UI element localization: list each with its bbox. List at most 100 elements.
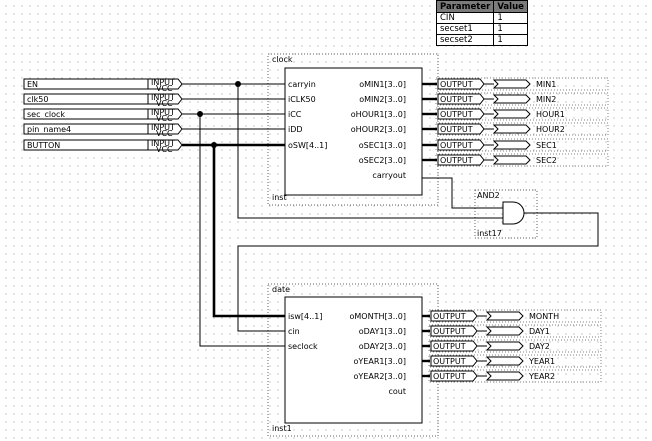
- input-pin-arrow: [147, 93, 183, 105]
- output-pin-type: OUTPUT: [433, 357, 466, 366]
- input-pin-arrow: [147, 108, 183, 120]
- date-instance-label: inst1: [272, 424, 292, 433]
- parameter-table[interactable]: Parameter Value CIN 1 secset1 1 secset2 …: [435, 0, 528, 46]
- output-pin-arrow: [485, 341, 524, 351]
- bus-button-to-isw[interactable]: [212, 145, 285, 318]
- output-pin-type-box[interactable]: [437, 123, 485, 135]
- clock-input-port: iCC: [288, 110, 302, 119]
- date-output-port: oYEAR2[3..0]: [354, 372, 406, 381]
- clock-output-port: oHOUR1[3..0]: [351, 110, 406, 119]
- output-pin-arrow: [492, 79, 531, 89]
- clock-input-port: oSW[4..1]: [288, 141, 327, 150]
- input-pin[interactable]: [23, 78, 149, 90]
- output-pin-name: YEAR1: [528, 357, 555, 366]
- output-pin-type-box[interactable]: [437, 93, 485, 105]
- input-pin-type: INPUT: [151, 108, 175, 117]
- output-pin-arrow: [492, 155, 531, 165]
- date-output-port: oDAY1[3..0]: [359, 327, 406, 336]
- clock-input-port: iDD: [288, 125, 303, 134]
- wire-carryout-to-and[interactable]: [422, 177, 503, 209]
- date-block-body[interactable]: [284, 296, 423, 424]
- date-input-port: isw[4..1]: [288, 312, 322, 321]
- output-pin-frame: [435, 92, 609, 106]
- output-pin-type: OUTPUT: [433, 327, 466, 336]
- output-pin-frame: [435, 153, 609, 167]
- output-pin-type-box[interactable]: [437, 139, 485, 151]
- input-pin-arrow: [147, 139, 183, 151]
- clock-block-body[interactable]: [284, 67, 423, 196]
- output-pin-name: MIN1: [536, 80, 556, 89]
- parameter-row[interactable]: secset2 1: [435, 34, 528, 46]
- clock-output-port: carryout: [372, 171, 406, 180]
- output-pin-frame: [435, 77, 609, 91]
- wire-en-to-and[interactable]: [237, 84, 503, 219]
- output-pin-type: OUTPUT: [433, 312, 466, 321]
- output-pin-type: OUTPUT: [440, 156, 473, 165]
- input-pin-type: INPUT: [151, 78, 175, 87]
- input-pin-type: INPUT: [151, 139, 175, 148]
- output-pin-type: OUTPUT: [440, 125, 473, 134]
- clock-input-port: iCLK50: [288, 95, 316, 104]
- output-pin-arrow: [492, 109, 531, 119]
- output-pin-name: HOUR1: [536, 110, 565, 119]
- output-pin-frame: [428, 309, 602, 323]
- date-output-port: cout: [389, 387, 407, 396]
- output-pin-frame: [435, 107, 609, 121]
- parameter-row[interactable]: CIN 1: [435, 12, 528, 24]
- param-name: secset2: [435, 34, 495, 46]
- wire-and-to-date-cin[interactable]: [237, 212, 599, 332]
- and-gate-symbol[interactable]: [502, 201, 525, 225]
- param-value: 1: [493, 34, 528, 46]
- output-pin-type-box[interactable]: [430, 370, 478, 382]
- clock-block-frame: [267, 53, 439, 206]
- output-pin-type-box[interactable]: [437, 78, 485, 90]
- clock-output-port: oHOUR2[3..0]: [351, 125, 406, 134]
- output-pin-frame: [428, 324, 602, 338]
- output-pin-frame: [428, 369, 602, 383]
- clock-output-port: oSEC1[3..0]: [359, 141, 406, 150]
- date-input-port: seclock: [288, 342, 318, 351]
- output-pin-type-box[interactable]: [430, 325, 478, 337]
- output-pin-type-box[interactable]: [437, 108, 485, 120]
- input-pin-name: EN: [27, 80, 38, 89]
- output-pin-type-box[interactable]: [430, 340, 478, 352]
- wire-sec-clock-to-seclock[interactable]: [199, 114, 285, 347]
- output-pin-arrow: [492, 94, 531, 104]
- clock-instance-label: inst: [272, 193, 287, 202]
- output-pin-frame: [428, 339, 602, 353]
- input-pin-type: INPUT: [151, 123, 175, 132]
- output-pin-type-box[interactable]: [437, 154, 485, 166]
- input-pin-vcc: VCC: [156, 84, 173, 93]
- output-pin-name: SEC1: [536, 141, 557, 150]
- output-pin-arrow: [485, 371, 524, 381]
- output-pin-type-box[interactable]: [430, 355, 478, 367]
- input-pin-name: BUTTON: [27, 141, 60, 150]
- param-name: CIN: [435, 12, 495, 24]
- output-pin-type: OUTPUT: [433, 342, 466, 351]
- output-pin-type: OUTPUT: [433, 372, 466, 381]
- clock-block-title: clock: [272, 55, 293, 64]
- date-input-port: cin: [288, 327, 300, 336]
- output-pin-arrow: [485, 311, 524, 321]
- input-pin-vcc: VCC: [156, 99, 173, 108]
- output-pin-name: DAY1: [529, 327, 550, 336]
- output-pin-name: YEAR2: [528, 372, 555, 381]
- input-pin-name: sec_clock: [27, 110, 65, 119]
- output-pin-type: OUTPUT: [440, 95, 473, 104]
- clock-output-port: oSEC2[3..0]: [359, 156, 406, 165]
- param-header-value: Value: [493, 0, 528, 13]
- output-pin-type-box[interactable]: [430, 310, 478, 322]
- and-gate-instance: inst17: [477, 229, 502, 238]
- output-pin-type: OUTPUT: [440, 80, 473, 89]
- input-pin-vcc: VCC: [156, 145, 173, 154]
- output-pin-name: SEC2: [536, 156, 557, 165]
- output-pin-type: OUTPUT: [440, 141, 473, 150]
- input-pin-arrow: [147, 123, 183, 135]
- input-pin-vcc: VCC: [156, 114, 173, 123]
- output-pin-arrow: [492, 140, 531, 150]
- output-pin-frame: [435, 138, 609, 152]
- output-pin-arrow: [485, 326, 524, 336]
- output-pin-name: MIN2: [536, 95, 556, 104]
